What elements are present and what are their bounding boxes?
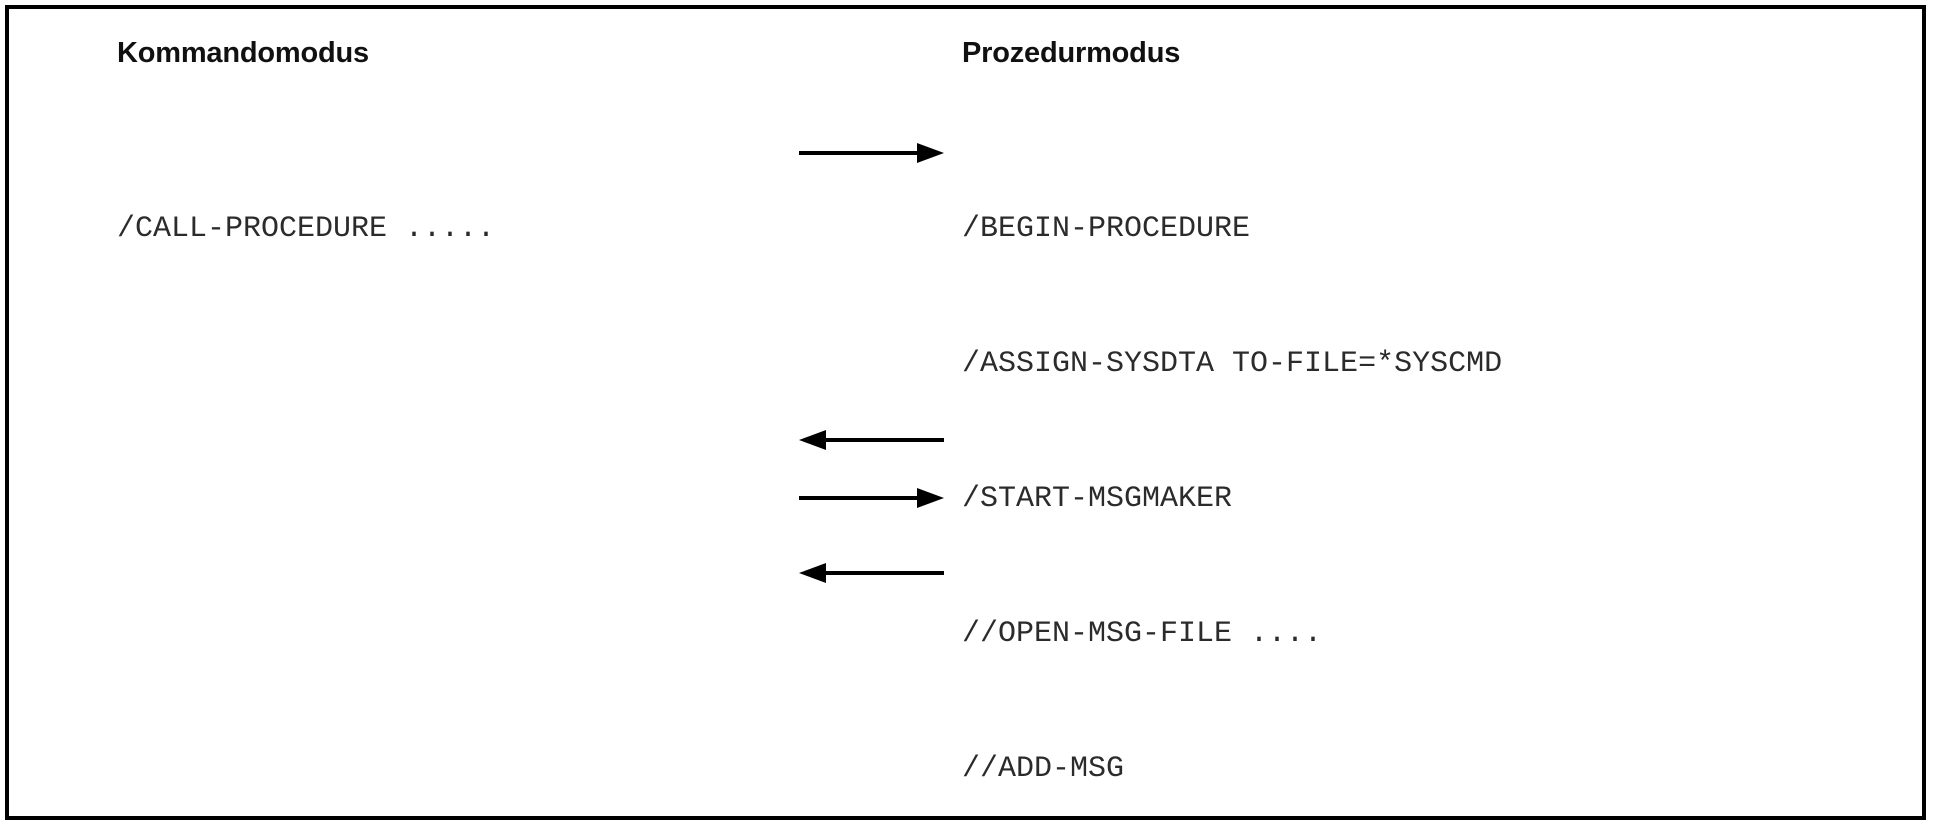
command-mode-line bbox=[117, 612, 757, 657]
arrow-call-procedure-to-begin-procedure bbox=[799, 140, 944, 166]
command-mode-line bbox=[117, 477, 757, 522]
figure-border-frame: Kommandomodus Prozedurmodus /CALL-PROCED… bbox=[5, 5, 1926, 820]
procedure-mode-line: //ADD-MSG bbox=[962, 752, 1125, 786]
command-mode-code-block: /CALL-PROCEDURE ..... / /RESUME-PROGRAM … bbox=[117, 117, 757, 832]
arrow-hold-procedure-to-command-mode bbox=[799, 427, 944, 453]
procedure-mode-line: /BEGIN-PROCEDURE bbox=[962, 212, 1251, 246]
column-header-kommandomodus: Kommandomodus bbox=[117, 37, 369, 69]
command-mode-line bbox=[117, 747, 757, 792]
arrow-resume-program-to-procedure-mode bbox=[799, 485, 944, 511]
procedure-mode-line: /ASSIGN-SYSDTA TO-FILE=*SYSCMD bbox=[962, 347, 1503, 381]
procedure-mode-line: /START-MSGMAKER bbox=[962, 482, 1233, 516]
arrow-end-to-command-mode bbox=[799, 560, 944, 586]
command-mode-line: /CALL-PROCEDURE ..... bbox=[117, 212, 496, 246]
column-header-prozedurmodus: Prozedurmodus bbox=[962, 37, 1181, 69]
flow-diagram: Kommandomodus Prozedurmodus /CALL-PROCED… bbox=[9, 9, 1922, 816]
procedure-mode-code-block: /BEGIN-PROCEDURE /ASSIGN-SYSDTA TO-FILE=… bbox=[962, 117, 1822, 832]
command-mode-line bbox=[117, 342, 757, 387]
procedure-mode-line: //OPEN-MSG-FILE .... bbox=[962, 617, 1323, 651]
